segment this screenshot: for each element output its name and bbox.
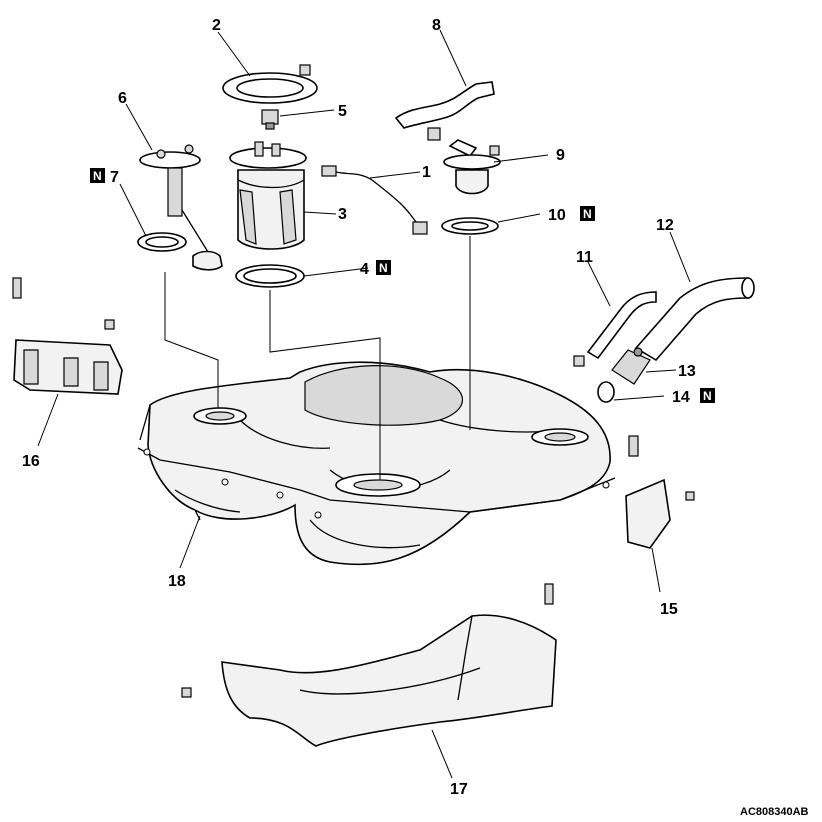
leader-lines bbox=[37, 29, 691, 779]
part-1-wiring-harness bbox=[321, 165, 428, 235]
callout-13: 13 bbox=[678, 363, 696, 380]
part-14-o-ring bbox=[597, 381, 615, 403]
part-7-gasket bbox=[137, 232, 187, 252]
n-badges: N N N N bbox=[90, 168, 715, 403]
callout-1: 1 bbox=[422, 164, 431, 181]
callout-2: 2 bbox=[212, 17, 221, 34]
callout-11: 11 bbox=[576, 249, 593, 266]
svg-text:N: N bbox=[703, 389, 712, 403]
svg-text:N: N bbox=[379, 261, 388, 275]
part-16-heat-protector bbox=[12, 277, 123, 395]
part-17-heat-protector bbox=[181, 583, 557, 747]
callout-15: 15 bbox=[660, 601, 678, 618]
badge-part-7: N bbox=[90, 168, 105, 183]
callout-labels: 2 8 5 6 9 1 7 3 10 12 11 4 13 14 16 18 1… bbox=[22, 17, 696, 798]
part-15-heat-protector bbox=[625, 435, 695, 549]
part-10-gasket bbox=[441, 217, 499, 235]
badge-part-14: N bbox=[700, 388, 715, 403]
callout-4: 4 bbox=[360, 261, 369, 278]
part-11-breather-hose bbox=[573, 291, 657, 367]
svg-text:N: N bbox=[93, 169, 102, 183]
callout-7: 7 bbox=[110, 169, 119, 186]
part-9-cut-off-valve bbox=[443, 139, 501, 195]
callout-8: 8 bbox=[432, 17, 441, 34]
part-8-vent-hose bbox=[394, 81, 495, 141]
callout-12: 12 bbox=[656, 217, 674, 234]
part-2-lock-ring bbox=[222, 64, 318, 104]
callout-18: 18 bbox=[168, 573, 186, 590]
callout-10: 10 bbox=[548, 207, 566, 224]
part-5-clip bbox=[261, 109, 279, 130]
part-13-valve bbox=[611, 347, 651, 385]
callout-9: 9 bbox=[556, 147, 565, 164]
callout-3: 3 bbox=[338, 206, 347, 223]
callout-14: 14 bbox=[672, 389, 690, 406]
fuel-tank bbox=[137, 361, 616, 566]
part-6-fuel-sender bbox=[139, 144, 223, 271]
part-4-gasket bbox=[235, 264, 305, 288]
figure-code: AC808340AB bbox=[740, 806, 809, 818]
badge-part-4: N bbox=[376, 260, 391, 275]
callout-5: 5 bbox=[338, 103, 347, 120]
svg-text:N: N bbox=[583, 207, 592, 221]
callout-16: 16 bbox=[22, 453, 40, 470]
callout-17: 17 bbox=[450, 781, 468, 798]
part-3-fuel-pump bbox=[229, 141, 307, 250]
badge-part-10: N bbox=[580, 206, 595, 221]
callout-6: 6 bbox=[118, 90, 127, 107]
part-12-filler-hose bbox=[634, 277, 755, 362]
